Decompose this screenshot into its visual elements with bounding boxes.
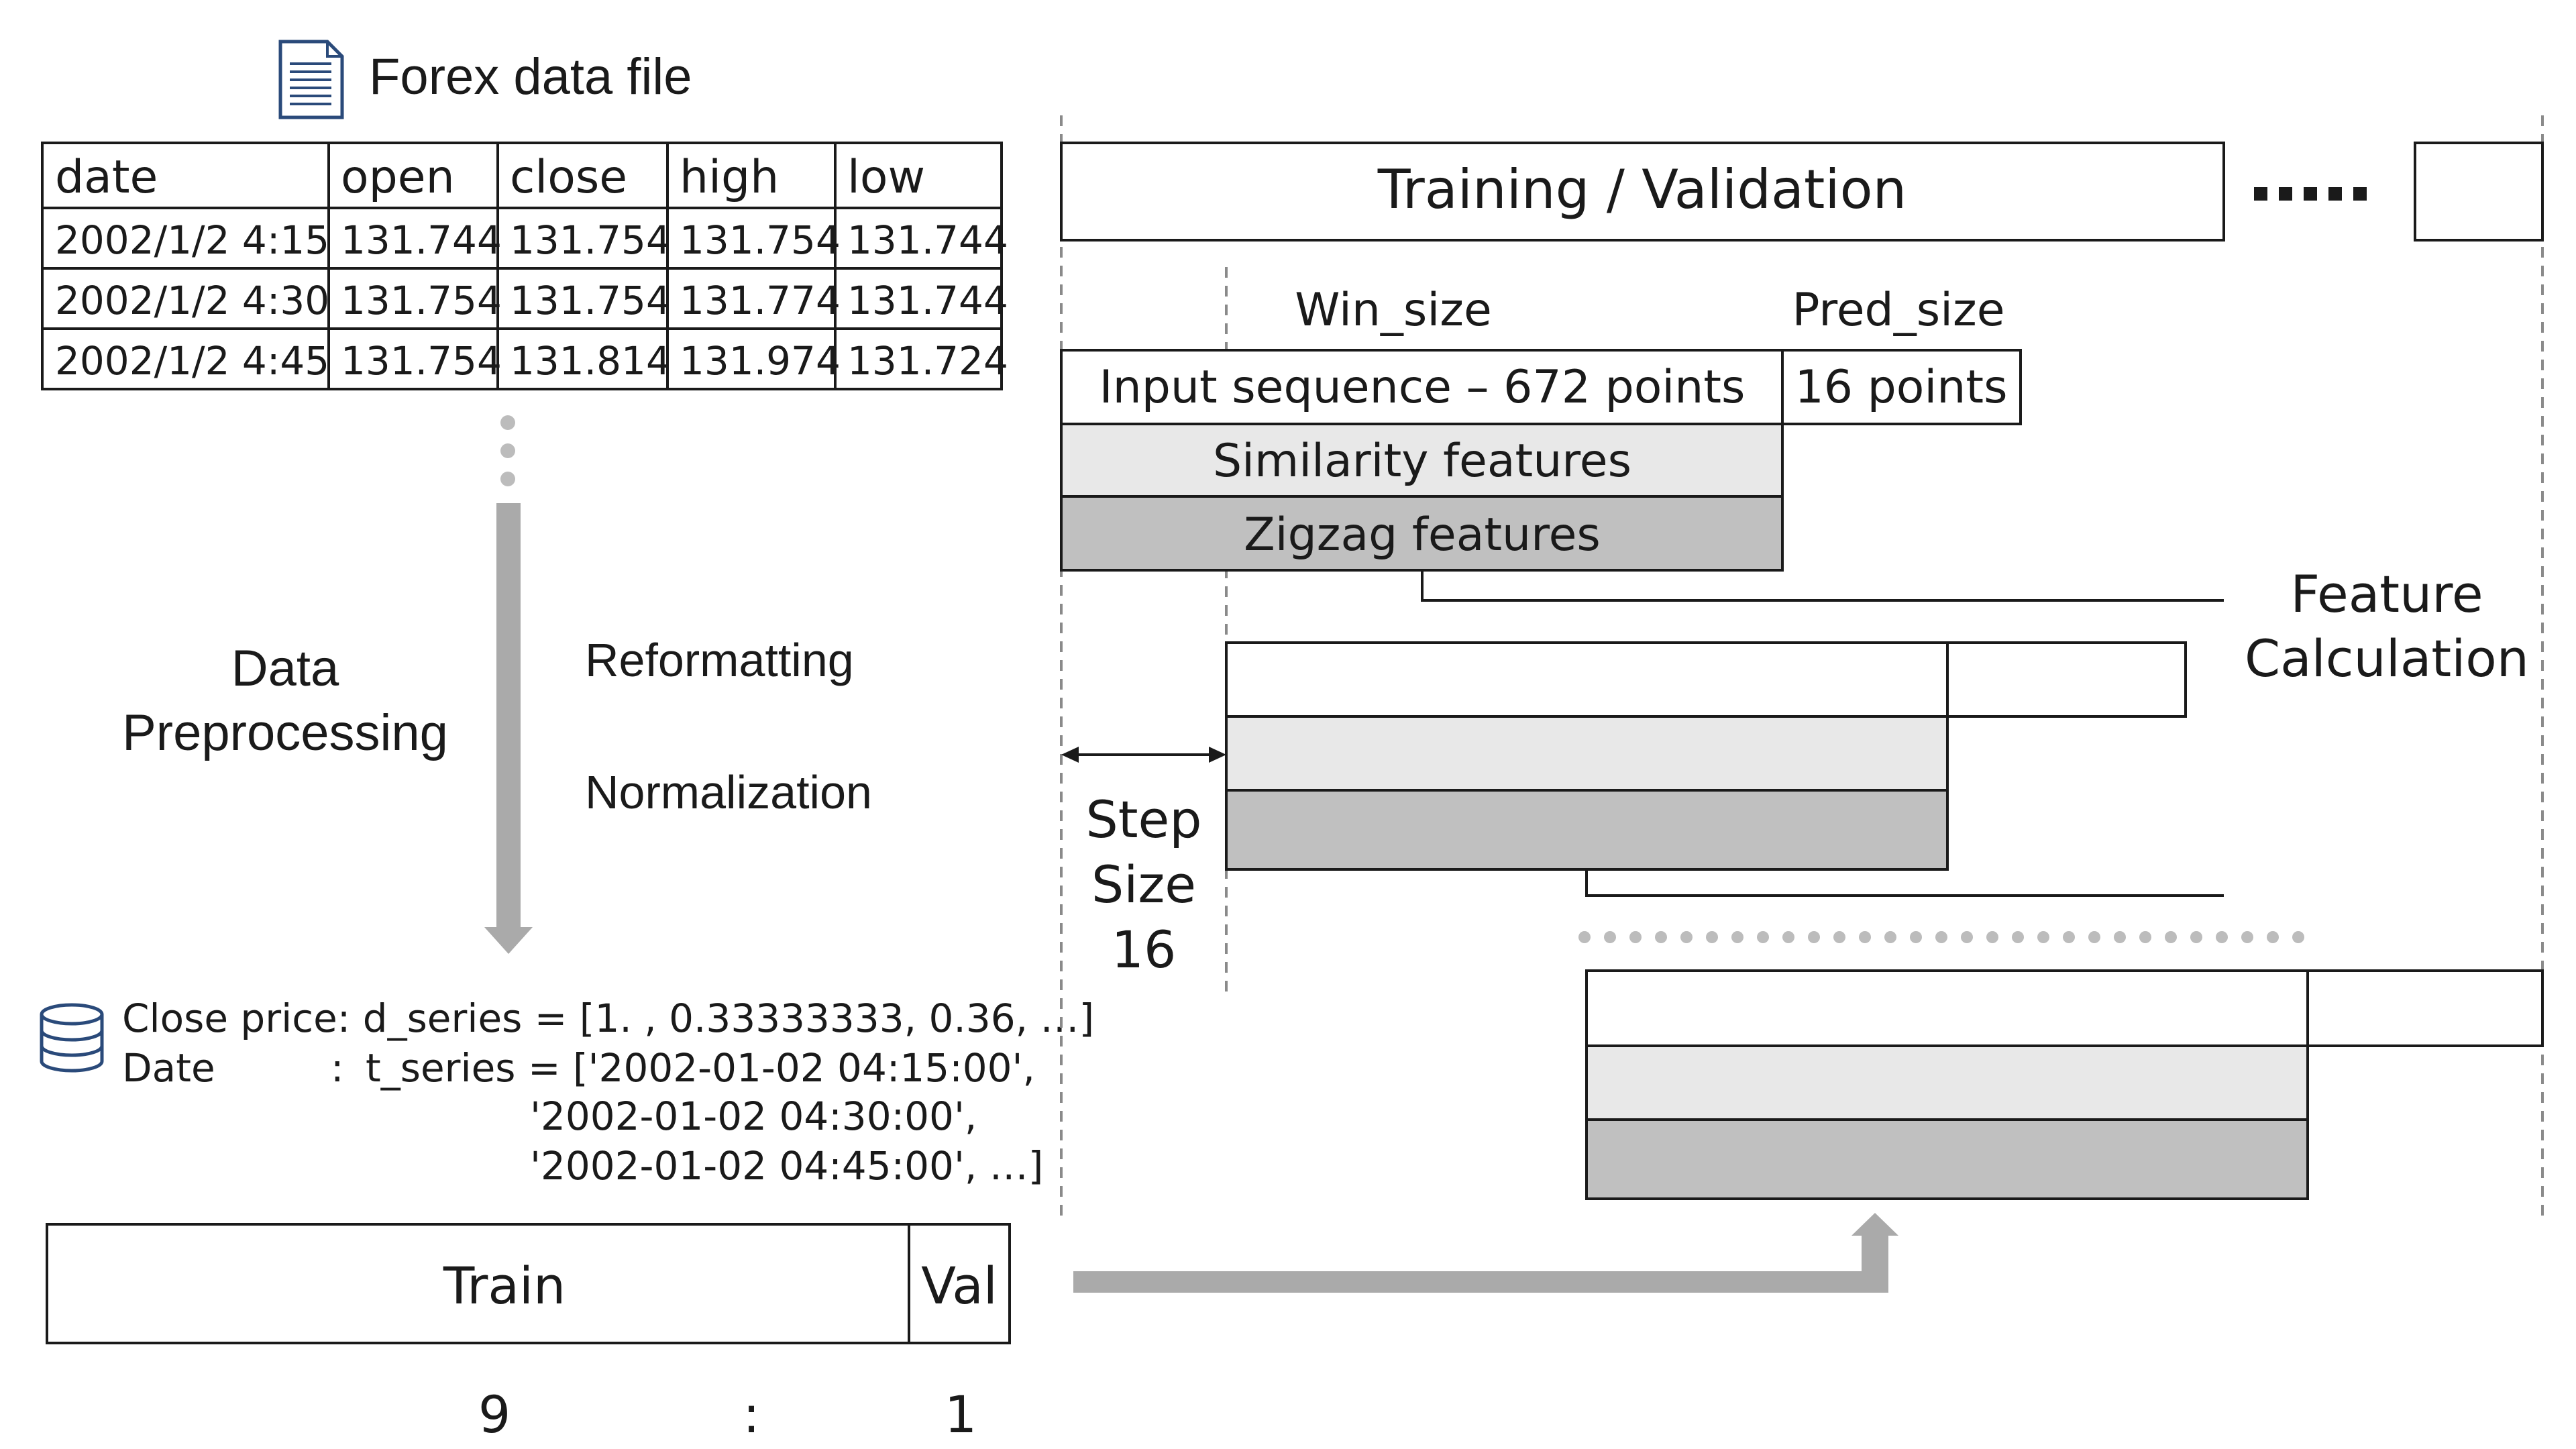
train-val-split — [46, 1223, 1011, 1344]
continuation-dot — [2114, 931, 2126, 943]
step-size-line3: 16 — [1112, 920, 1177, 979]
window-3 — [1585, 969, 2544, 1200]
continuation-dot — [2037, 931, 2049, 943]
file-title: Forex data file — [369, 48, 692, 105]
continuation-dot — [2088, 931, 2100, 943]
series-close-price: Close price: d_series = [1. , 0.33333333… — [122, 996, 1094, 1041]
feature-calculation-line1: Feature — [2290, 564, 2483, 624]
table-cell: 131.754 — [510, 278, 671, 323]
table-header-open: open — [341, 151, 455, 204]
dotted-connector — [500, 415, 515, 486]
continuation-dot — [1833, 931, 1845, 943]
series-date-value-line3: '2002-01-02 04:45:00', …] — [530, 1143, 1043, 1189]
elbow-arrow-icon — [1073, 1213, 1898, 1293]
continuation-dot — [1731, 931, 1743, 943]
win-size-label: Win_size — [1295, 284, 1492, 337]
preprocessing-step-reformatting: Reformatting — [585, 634, 854, 686]
table-header-high: high — [680, 151, 779, 204]
table-cell: 131.744 — [341, 217, 502, 263]
pred-size-label: Pred_size — [1792, 284, 2004, 337]
continuation-dot — [1604, 931, 1616, 943]
dotted-continuation — [1578, 931, 2304, 943]
continuation-dot — [1808, 931, 1820, 943]
train-ratio: 9 — [478, 1385, 511, 1444]
table-cell: 2002/1/2 4:45 — [55, 338, 329, 384]
forex-data-table — [41, 142, 1003, 390]
input-sequence-label: Input sequence – 672 points — [1099, 361, 1746, 414]
similarity-features-label: Similarity features — [1213, 435, 1631, 488]
continuation-dot — [1859, 931, 1871, 943]
series-date-value-line2: '2002-01-02 04:30:00', — [530, 1093, 977, 1139]
table-cell: 2002/1/2 4:30 — [55, 278, 329, 323]
val-label: Val — [921, 1256, 998, 1316]
continuation-dot — [1629, 931, 1642, 943]
zigzag-features-label: Zigzag features — [1244, 508, 1601, 561]
down-arrow-icon — [484, 503, 533, 954]
continuation-dot — [2241, 931, 2253, 943]
continuation-dot — [2216, 931, 2228, 943]
continuation-dot — [1910, 931, 1922, 943]
continuation-dot — [1935, 931, 1947, 943]
continuation-dot — [2267, 931, 2279, 943]
window-2 — [1225, 641, 2187, 871]
continuation-dot — [1706, 931, 1718, 943]
continuation-dot — [2063, 931, 2075, 943]
table-cell: 131.754 — [341, 338, 502, 384]
pred-points-label: 16 points — [1795, 361, 2008, 414]
table-cell: 131.724 — [847, 338, 1008, 384]
ratio-separator: : — [743, 1385, 760, 1444]
document-icon — [278, 40, 344, 119]
feature-connector-2 — [1585, 869, 2224, 897]
continuation-dot — [1757, 931, 1769, 943]
step-size-line1: Step — [1085, 790, 1201, 849]
continuation-dot — [1986, 931, 1998, 943]
continuation-dot — [1961, 931, 1973, 943]
table-cell: 131.814 — [510, 338, 671, 384]
feature-connector-1 — [1421, 570, 2224, 602]
table-cell: 131.774 — [680, 278, 841, 323]
ellipsis-icon — [2254, 187, 2367, 201]
series-date-value: t_series = ['2002-01-02 04:15:00', — [366, 1045, 1035, 1091]
window-1 — [1060, 349, 2022, 572]
table-cell: 131.974 — [680, 338, 841, 384]
table-header-close: close — [510, 151, 627, 204]
training-validation-bar — [1060, 142, 2544, 241]
val-ratio: 1 — [945, 1385, 977, 1444]
continuation-dot — [1884, 931, 1896, 943]
continuation-dot — [1655, 931, 1667, 943]
continuation-dot — [2292, 931, 2304, 943]
table-cell: 2002/1/2 4:15 — [55, 217, 329, 263]
preprocessing-title-line2: Preprocessing — [122, 704, 448, 761]
series-date-separator: : — [331, 1045, 344, 1091]
preprocessing-step-normalization: Normalization — [585, 766, 872, 818]
continuation-dot — [1578, 931, 1591, 943]
table-cell: 131.754 — [341, 278, 502, 323]
continuation-dot — [1680, 931, 1693, 943]
table-cell: 131.754 — [680, 217, 841, 263]
table-cell: 131.744 — [847, 278, 1008, 323]
step-size-line2: Size — [1091, 855, 1196, 914]
series-date-label: Date — [122, 1045, 215, 1091]
step-size-arrow-icon — [1061, 747, 1226, 763]
database-icon — [40, 1003, 104, 1073]
preprocessing-title-line1: Data — [231, 640, 339, 697]
train-label: Train — [443, 1256, 566, 1316]
feature-calculation-line2: Calculation — [2245, 629, 2529, 688]
table-cell: 131.754 — [510, 217, 671, 263]
table-cell: 131.744 — [847, 217, 1008, 263]
continuation-dot — [1782, 931, 1794, 943]
table-header-low: low — [847, 151, 925, 204]
training-validation-label: Training / Validation — [1377, 158, 1907, 221]
continuation-dot — [2165, 931, 2177, 943]
table-header-date: date — [55, 151, 158, 204]
continuation-dot — [2012, 931, 2024, 943]
continuation-dot — [2190, 931, 2202, 943]
continuation-dot — [2139, 931, 2151, 943]
